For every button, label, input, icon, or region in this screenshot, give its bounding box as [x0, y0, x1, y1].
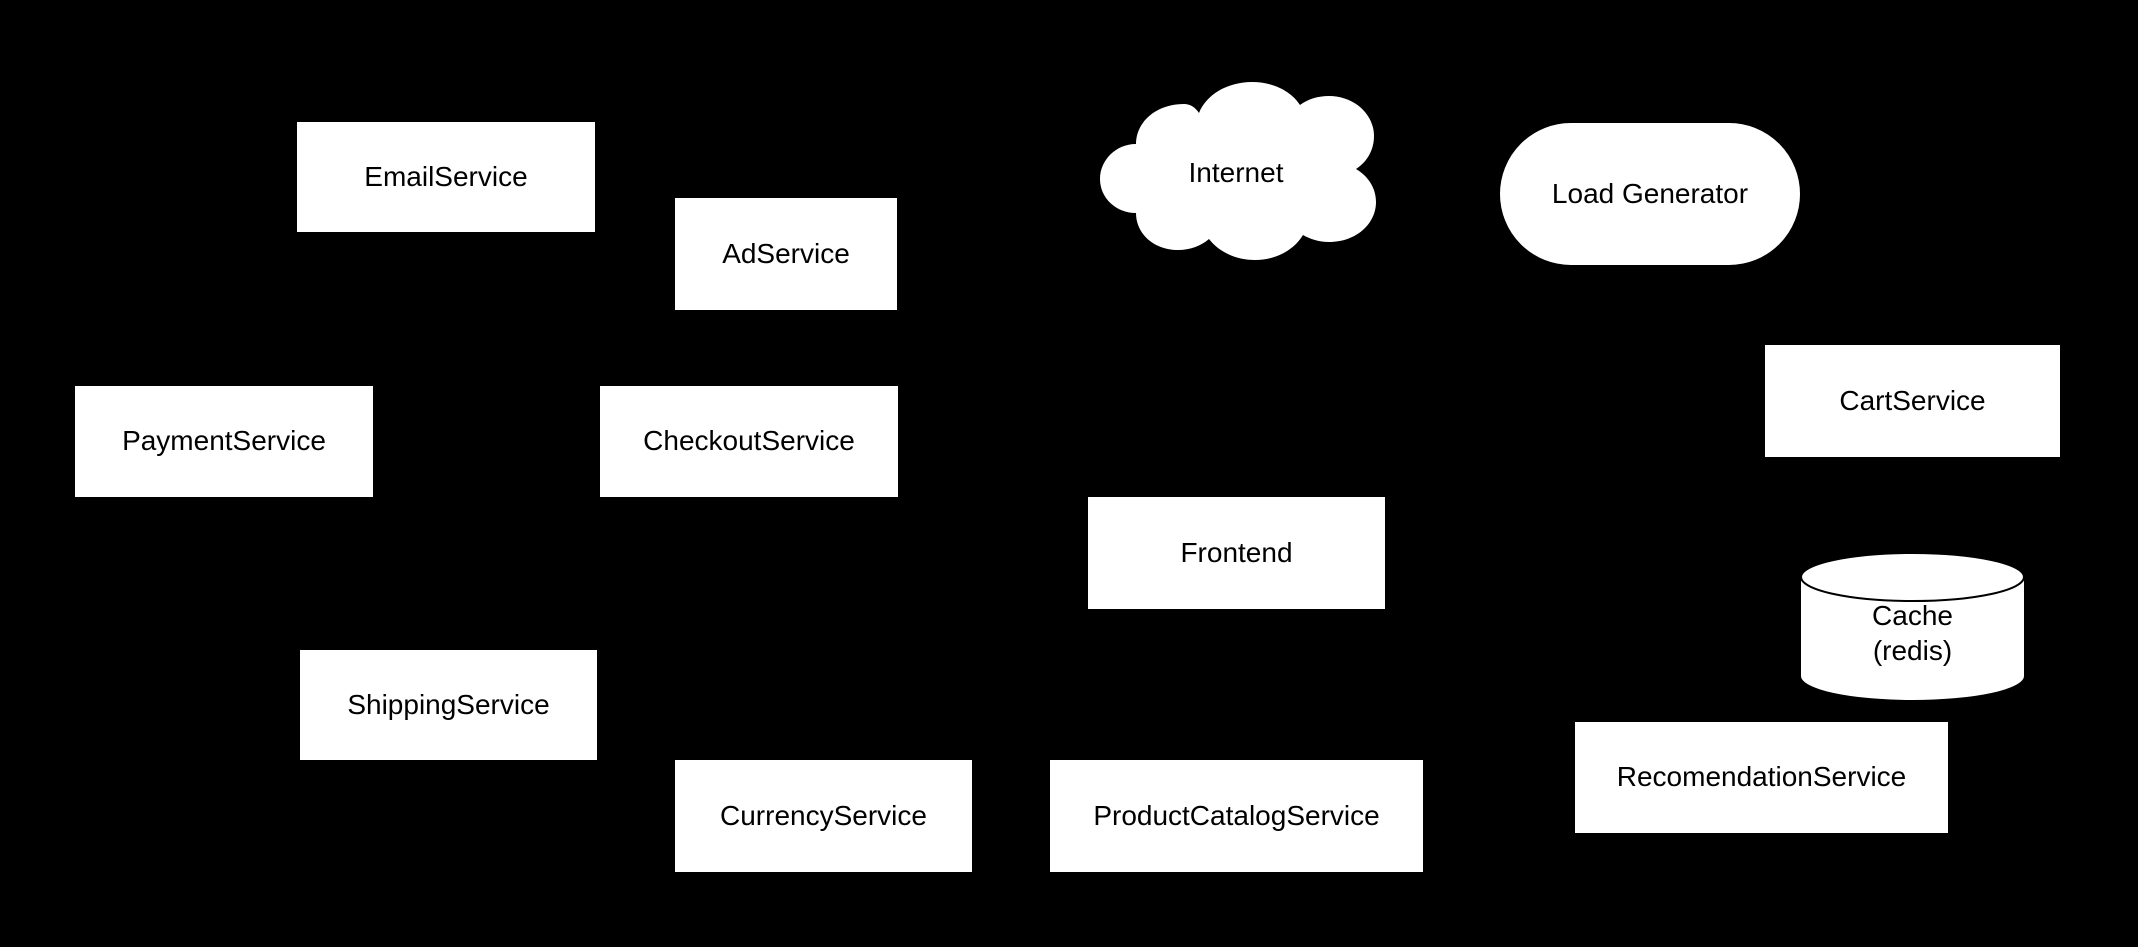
node-checkout-service[interactable]: CheckoutService: [600, 386, 898, 497]
node-label-checkout-service: CheckoutService: [643, 425, 855, 457]
node-label-ad-service: AdService: [722, 237, 850, 269]
node-product-catalog-service[interactable]: ProductCatalogService: [1050, 760, 1423, 872]
node-cart-service[interactable]: CartService: [1765, 345, 2060, 457]
node-internet[interactable]: Internet: [1086, 82, 1386, 264]
node-load-generator[interactable]: Load Generator: [1500, 123, 1800, 265]
node-label-email-service: EmailService: [364, 160, 528, 192]
node-recomendation-service[interactable]: RecomendationService: [1575, 722, 1948, 833]
node-label-cache-redis: Cache (redis): [1872, 600, 1953, 666]
node-currency-service[interactable]: CurrencyService: [675, 760, 972, 872]
node-cache-redis[interactable]: Cache (redis): [1800, 553, 2025, 700]
node-label-currency-service: CurrencyService: [720, 799, 927, 831]
node-shipping-service[interactable]: ShippingService: [300, 650, 597, 760]
node-label-internet: Internet: [1188, 156, 1284, 188]
node-label-shipping-service: ShippingService: [347, 688, 550, 720]
node-ad-service[interactable]: AdService: [675, 198, 897, 310]
node-payment-service[interactable]: PaymentService: [75, 386, 373, 497]
node-label-product-catalog-service: ProductCatalogService: [1093, 799, 1380, 831]
node-label-payment-service: PaymentService: [122, 425, 326, 457]
node-frontend[interactable]: Frontend: [1088, 497, 1385, 609]
node-label-frontend: Frontend: [1180, 536, 1293, 568]
node-label-load-generator: Load Generator: [1551, 177, 1749, 209]
node-label-cart-service: CartService: [1839, 384, 1986, 416]
node-email-service[interactable]: EmailService: [297, 122, 595, 232]
node-label-recomendation-service: RecomendationService: [1616, 761, 1907, 793]
